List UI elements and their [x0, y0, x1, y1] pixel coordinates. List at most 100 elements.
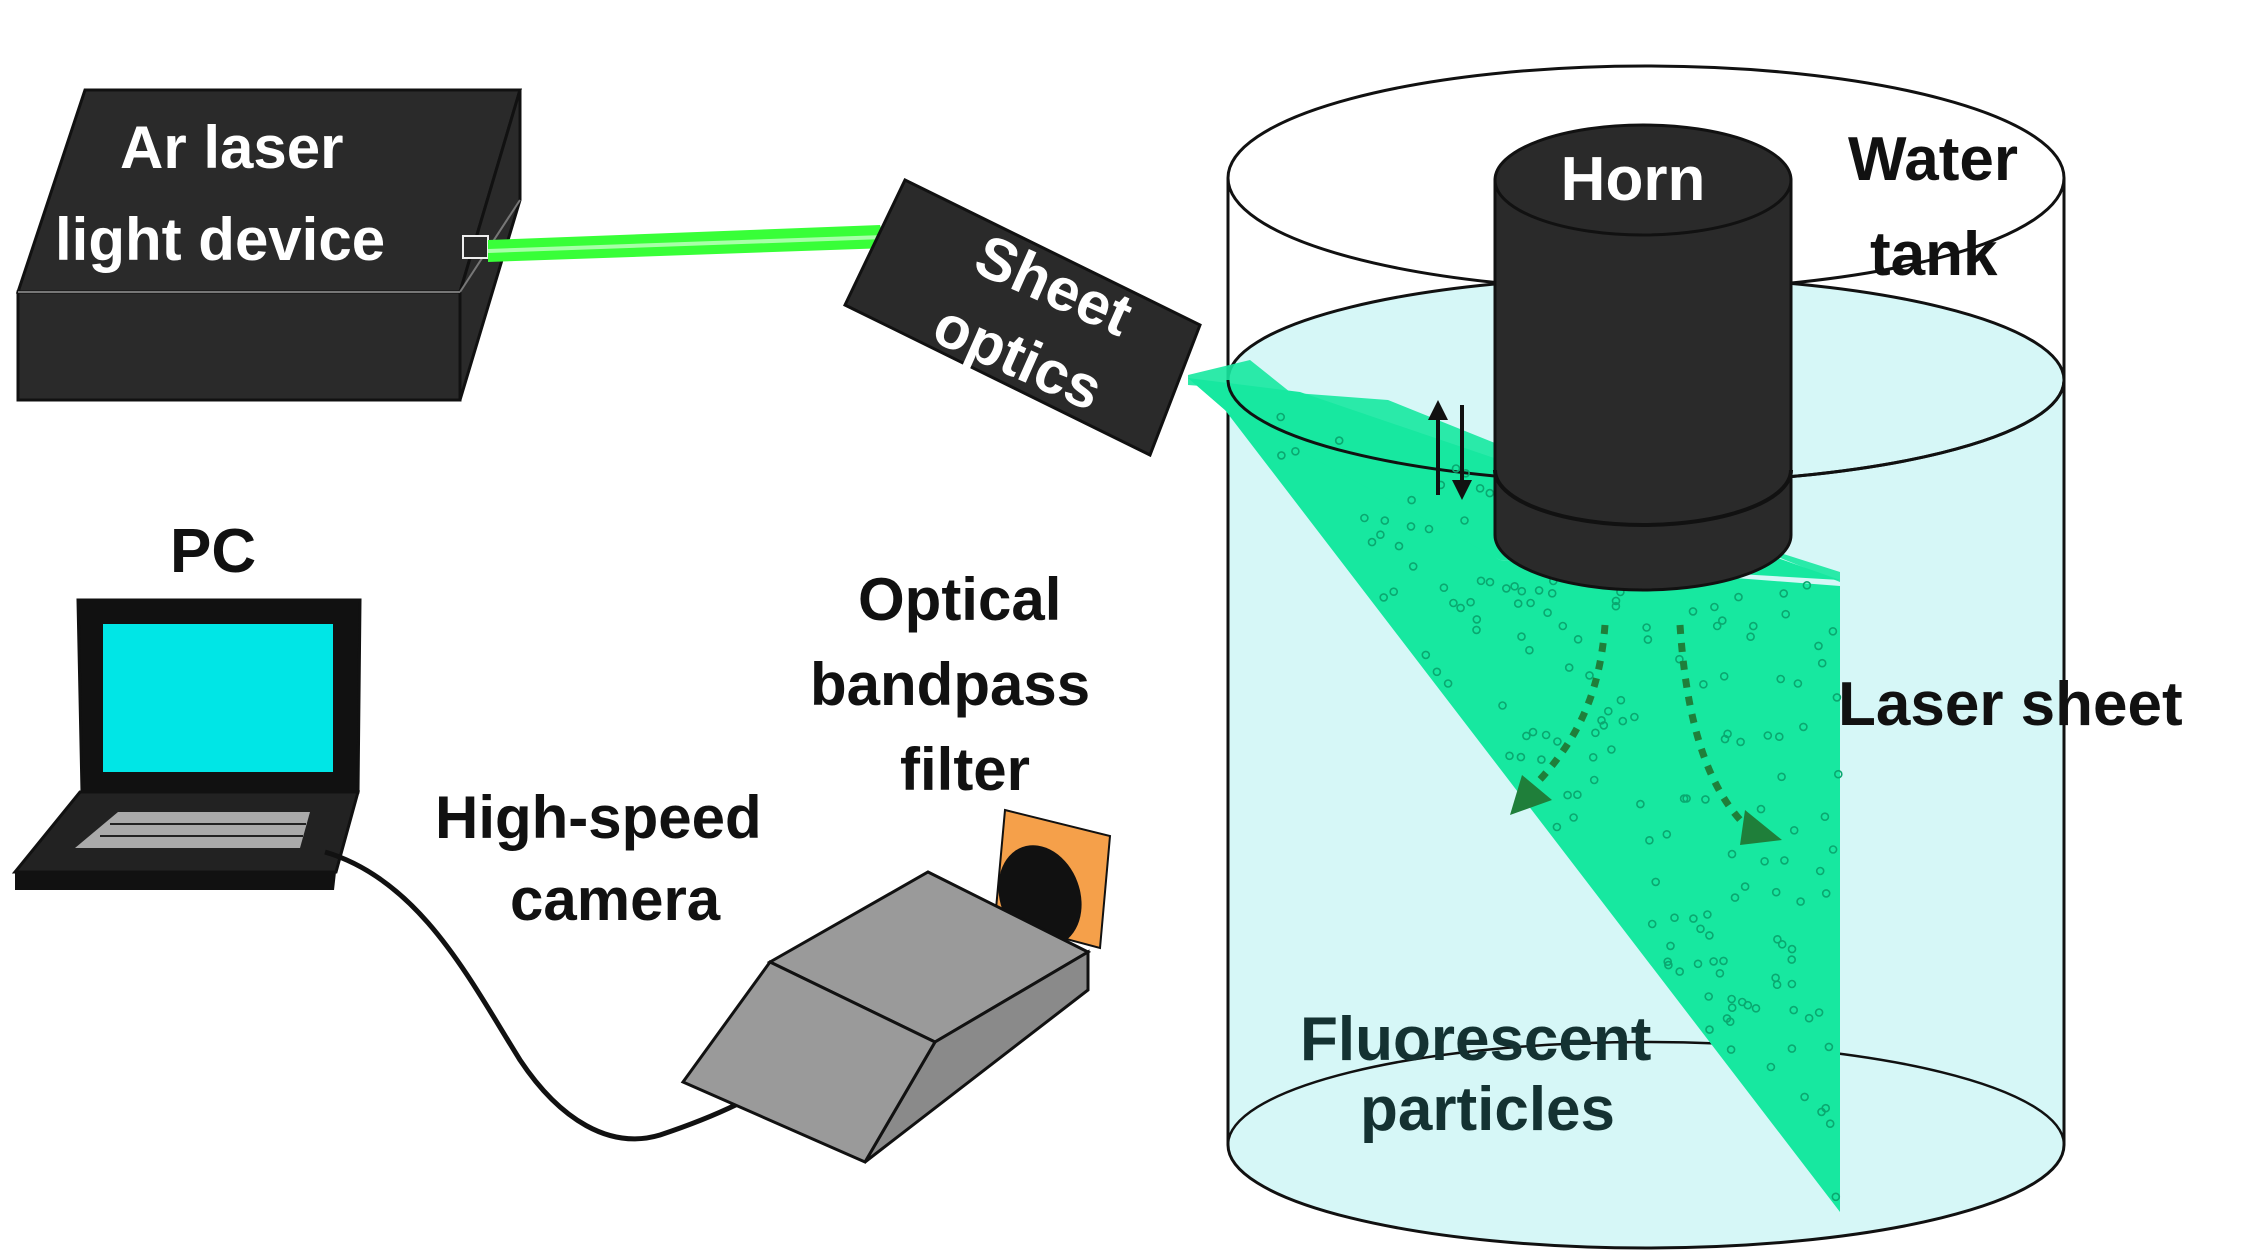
particle — [1832, 693, 1842, 702]
particle — [1569, 813, 1578, 822]
flow-arrow-left — [1527, 624, 1609, 793]
particle — [1476, 576, 1486, 586]
particle — [1740, 882, 1750, 891]
particle — [1727, 994, 1736, 1004]
particle — [1585, 671, 1594, 680]
particles-label-line2: particles — [1360, 1075, 1615, 1144]
particle — [1611, 601, 1621, 611]
particle — [1543, 608, 1552, 618]
particle — [1389, 587, 1398, 597]
particle — [1696, 924, 1705, 934]
particle — [1814, 1008, 1824, 1017]
particle — [1817, 658, 1827, 668]
laser-front-face — [16, 290, 462, 402]
laptop-screen — [103, 624, 333, 772]
particle — [1394, 541, 1404, 551]
filter-label: Optical bandpass filter — [810, 566, 1107, 803]
particle — [1591, 728, 1600, 738]
horn: Horn — [1493, 123, 1793, 592]
ar-laser-device: Ar laser light device — [15, 88, 523, 402]
particle — [1675, 967, 1684, 976]
filter-label-line2: bandpass — [810, 651, 1090, 718]
particle — [1779, 589, 1788, 598]
particle — [1472, 615, 1482, 624]
particle — [1553, 737, 1562, 746]
particle — [1552, 822, 1562, 832]
particle — [1727, 849, 1737, 859]
particle — [1611, 596, 1621, 606]
particle — [1475, 483, 1485, 493]
particle — [1725, 1017, 1735, 1027]
particle — [1616, 695, 1626, 705]
particle — [1828, 845, 1838, 854]
particle — [1675, 654, 1684, 664]
particle — [1736, 737, 1745, 747]
laser-label: Ar laser light device — [55, 114, 385, 273]
particle — [1720, 734, 1730, 744]
particle — [1682, 794, 1691, 803]
flow-arrow-right — [1676, 624, 1748, 828]
particle — [1704, 992, 1713, 1001]
particle — [1834, 769, 1843, 779]
particle — [1802, 580, 1812, 590]
particle — [1517, 632, 1526, 641]
particle — [1793, 679, 1803, 688]
particle — [1291, 446, 1300, 456]
particle — [1604, 706, 1613, 716]
particle — [1777, 772, 1786, 782]
particle — [1709, 957, 1718, 966]
particle — [1636, 799, 1645, 809]
particle — [1710, 602, 1719, 612]
particle — [1726, 1045, 1736, 1054]
tank-label-line1: Water — [1848, 125, 2018, 194]
particle — [1421, 650, 1431, 660]
particle — [1821, 889, 1831, 898]
particle — [1449, 598, 1458, 608]
particle — [1439, 583, 1449, 593]
particle — [1730, 893, 1740, 902]
particle — [1618, 716, 1628, 726]
particle — [1642, 623, 1651, 632]
particle — [1607, 745, 1616, 754]
particle — [1432, 667, 1442, 677]
particle — [1760, 856, 1769, 866]
particle — [1787, 1044, 1797, 1053]
particle — [1705, 931, 1714, 940]
particle — [1776, 674, 1785, 684]
particle — [1771, 973, 1780, 983]
particle — [1630, 712, 1639, 722]
particle — [1820, 812, 1830, 822]
camera-label-line1: High-speed — [435, 784, 762, 851]
particle — [1380, 516, 1390, 525]
particle — [1277, 451, 1286, 460]
particle — [1734, 592, 1743, 602]
particle — [1727, 1003, 1737, 1013]
particle — [1588, 752, 1598, 762]
particle — [1664, 960, 1673, 970]
particle — [1407, 495, 1416, 505]
flow-arrow-icon — [1510, 775, 1552, 815]
tank-bottom-back — [1226, 1040, 2066, 1146]
particle — [1670, 913, 1679, 923]
laser-sheet-label: Laser sheet — [1838, 670, 2183, 739]
particle — [1367, 537, 1377, 547]
optics-body — [843, 177, 1202, 458]
particle — [1643, 635, 1653, 644]
particle — [1528, 727, 1538, 737]
particle — [1743, 1000, 1753, 1010]
particle — [1689, 914, 1698, 923]
particle — [1814, 641, 1823, 651]
particle — [1537, 755, 1546, 764]
particle — [1796, 897, 1805, 906]
particle — [1831, 1192, 1841, 1202]
particle — [1505, 751, 1514, 761]
particle — [1787, 979, 1797, 989]
particle — [1800, 1092, 1809, 1102]
particles-label-line1: Fluorescent — [1300, 1005, 1651, 1074]
filter-label-line1: Optical — [858, 566, 1061, 633]
particle — [1771, 887, 1781, 897]
particle — [1525, 645, 1534, 655]
horn-top — [1493, 123, 1793, 237]
particle — [1789, 1005, 1798, 1015]
particles-label: Fluorescent particles — [1300, 1005, 1669, 1144]
